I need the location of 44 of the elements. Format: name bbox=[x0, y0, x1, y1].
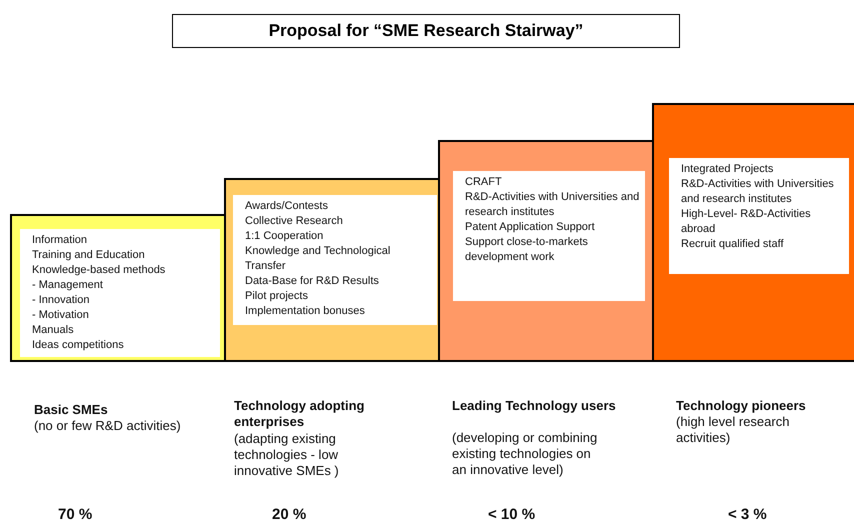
title: Proposal for “SME Research Stairway” bbox=[172, 14, 680, 48]
percentage-label: 70 % bbox=[58, 507, 92, 523]
measure-text: Integrated Projects bbox=[681, 162, 774, 177]
measure-text: High-Level- R&D-Activities abroad bbox=[681, 207, 812, 237]
measure-text: R&D-Activities with Universities and research institutes bbox=[681, 177, 835, 207]
measures-box bbox=[453, 171, 645, 301]
group-heading: Leading Technology users bbox=[452, 398, 617, 414]
measure-text: Training and Education bbox=[32, 248, 146, 263]
percentage-label: < 3 % bbox=[728, 507, 767, 523]
measure-text: Recruit qualified staff bbox=[681, 237, 785, 252]
measure-text: Pilot projects bbox=[245, 289, 309, 304]
measures-box bbox=[233, 195, 437, 325]
stair-step bbox=[10, 214, 224, 362]
measure-text: Knowledge-based methods bbox=[32, 263, 166, 278]
group-description: (high level research activities) bbox=[676, 414, 790, 446]
percentage-label: < 10 % bbox=[488, 507, 536, 523]
group-description: (no or few R&D activities) bbox=[34, 418, 182, 434]
percentage-label: 20 % bbox=[272, 507, 306, 523]
measures-box bbox=[20, 229, 220, 357]
measure-text: Awards/Contests bbox=[245, 199, 329, 214]
stair-step bbox=[224, 178, 440, 362]
group-description: (developing or combining existing technologies on an innovative level) bbox=[452, 430, 598, 478]
measure-text: Information bbox=[32, 233, 88, 248]
group-heading: Basic SMEs bbox=[34, 402, 109, 418]
measure-text: Ideas competitions bbox=[32, 338, 125, 353]
group-heading: Technology adopting enterprises bbox=[234, 398, 366, 430]
measure-text: - Management bbox=[32, 278, 104, 293]
measure-text: Support close-to-markets development work bbox=[465, 235, 589, 265]
measure-text: Implementation bonuses bbox=[245, 304, 366, 319]
measure-text: CRAFT bbox=[465, 175, 503, 190]
group-heading: Technology pioneers bbox=[676, 398, 807, 414]
measure-text: - Innovation bbox=[32, 293, 90, 308]
group-description: (adapting existing technologies - low innovative SMEs ) bbox=[234, 431, 340, 479]
measure-text: Data-Base for R&D Results bbox=[245, 274, 380, 289]
measure-text: - Motivation bbox=[32, 308, 90, 323]
measures-box bbox=[669, 158, 849, 274]
measure-text: 1:1 Cooperation bbox=[245, 229, 324, 244]
measure-text: R&D-Activities with Universities and research institutes bbox=[465, 190, 640, 220]
measure-text: Manuals bbox=[32, 323, 75, 338]
measure-text: Collective Research bbox=[245, 214, 344, 229]
measure-text: Patent Application Support bbox=[465, 220, 596, 235]
stair-step bbox=[652, 103, 854, 362]
stair-step bbox=[438, 140, 654, 362]
measure-text: Knowledge and Technological Transfer bbox=[245, 244, 392, 274]
